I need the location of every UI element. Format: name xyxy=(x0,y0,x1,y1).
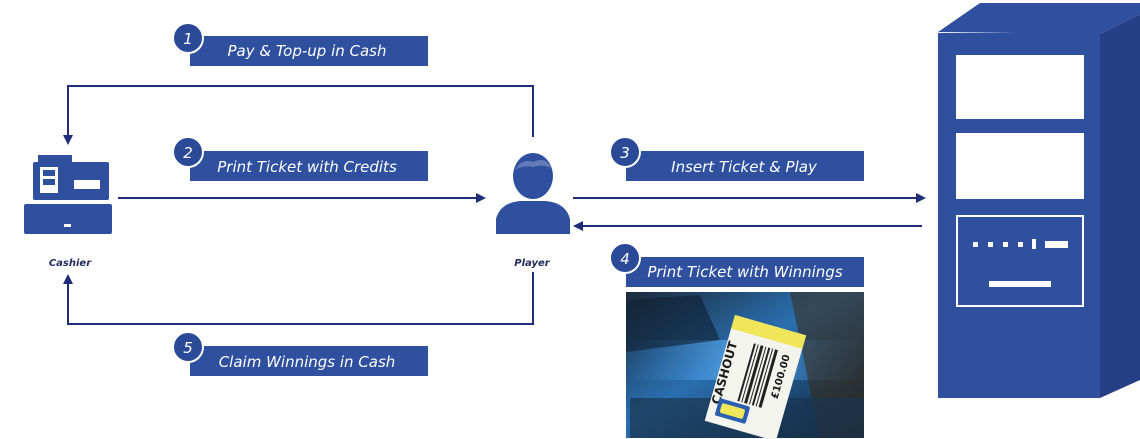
step-3-banner xyxy=(626,151,864,181)
step-5: Claim Winnings in Cash 5 xyxy=(172,331,428,376)
step-1-badge xyxy=(172,22,204,54)
step-3-label: Insert Ticket & Play xyxy=(671,158,818,176)
step-4-label: Print Ticket with Winnings xyxy=(647,263,842,281)
step-1: Pay & Top-up in Cash 1 xyxy=(172,22,428,66)
step-2-badge xyxy=(172,136,204,168)
step-3-number: 3 xyxy=(620,144,630,162)
cashier-label: Cashier xyxy=(49,258,92,269)
printed-ticket: CASHOUT £100.00 xyxy=(704,315,807,439)
step-1-banner xyxy=(190,36,428,66)
person-icon xyxy=(496,153,570,234)
step-3: Insert Ticket & Play 3 xyxy=(609,136,864,181)
step-5-banner xyxy=(190,346,428,376)
player-label: Player xyxy=(514,258,550,269)
flow-line-step-1 xyxy=(63,85,534,145)
step-4-banner xyxy=(626,257,864,287)
ticket-printer-photo: CASHOUT £100.00 xyxy=(626,292,864,439)
step-1-label: Pay & Top-up in Cash xyxy=(228,42,387,60)
step-5-number: 5 xyxy=(183,339,193,357)
flow-line-step-5 xyxy=(63,272,534,325)
step-2-label: Print Ticket with Credits xyxy=(217,158,397,176)
step-4: Print Ticket with Winnings 4 xyxy=(609,242,864,287)
step-3-badge xyxy=(609,136,641,168)
step-4-number: 4 xyxy=(620,250,630,268)
step-4-badge xyxy=(609,242,641,274)
step-2: Print Ticket with Credits 2 xyxy=(172,136,428,181)
step-2-banner xyxy=(190,151,428,181)
cash-register-icon xyxy=(24,155,112,234)
slot-machine-icon xyxy=(938,3,1140,398)
step-5-badge xyxy=(172,331,204,363)
step-5-label: Claim Winnings in Cash xyxy=(219,353,396,371)
step-1-number: 1 xyxy=(183,30,193,48)
step-2-number: 2 xyxy=(183,144,193,162)
